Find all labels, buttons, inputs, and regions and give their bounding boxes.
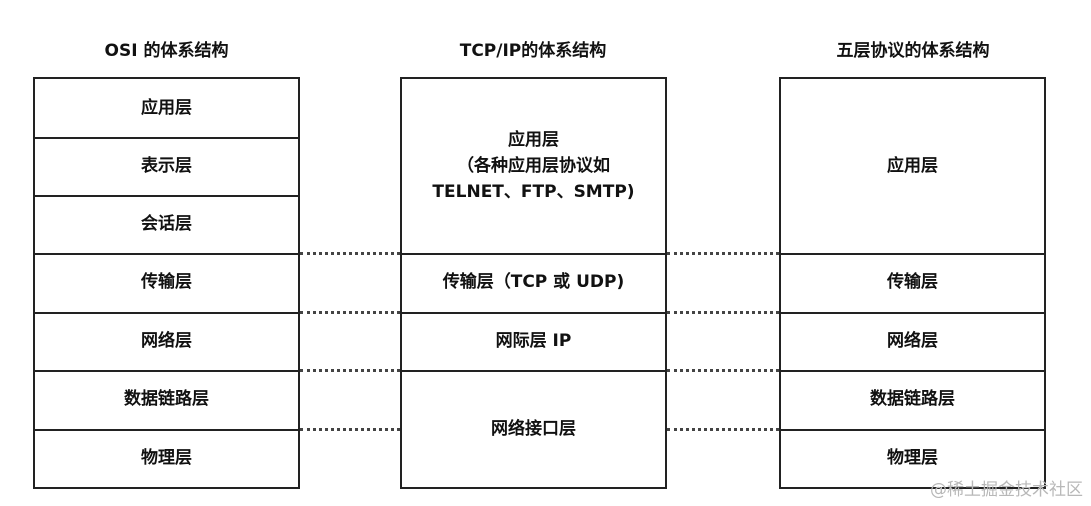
- connector-osi-tcpip-3: [300, 369, 400, 372]
- connector-osi-tcpip-1: [300, 252, 400, 255]
- tcpip-title: TCP/IP的体系结构: [459, 41, 607, 61]
- osi-layer-network: 网络层: [141, 331, 192, 351]
- five-layer-stack: 应用层 传输层 网络层 数据链路层 物理层: [779, 77, 1046, 489]
- connector-tcpip-five-4: [667, 428, 779, 431]
- tcpip-stack: 应用层 （各种应用层协议如 TELNET、FTP、SMTP) 传输层（TCP 或…: [400, 77, 667, 489]
- osi-title: OSI 的体系结构: [104, 41, 229, 61]
- connector-tcpip-five-1: [667, 252, 779, 255]
- connector-osi-tcpip-2: [300, 311, 400, 314]
- tcpip-layer-internet: 网际层 IP: [495, 331, 572, 351]
- connector-tcpip-five-2: [667, 311, 779, 314]
- osi-layer-transport: 传输层: [141, 272, 192, 292]
- osi-layer-presentation: 表示层: [141, 156, 192, 176]
- osi-layer-physical: 物理层: [141, 448, 192, 468]
- five-layer-network: 网络层: [887, 331, 938, 351]
- osi-layer-datalink: 数据链路层: [124, 389, 209, 409]
- five-layer-transport: 传输层: [887, 272, 938, 292]
- connector-tcpip-five-3: [667, 369, 779, 372]
- five-layer-application: 应用层: [887, 156, 938, 176]
- five-layer-title: 五层协议的体系结构: [836, 41, 990, 61]
- osi-layer-application: 应用层: [141, 98, 192, 118]
- tcpip-layer-network-interface: 网络接口层: [491, 418, 576, 439]
- osi-stack: 应用层 表示层 会话层 传输层 网络层 数据链路层 物理层: [33, 77, 300, 489]
- connector-osi-tcpip-4: [300, 428, 400, 431]
- osi-layer-session: 会话层: [141, 214, 192, 234]
- watermark: @稀土掘金技术社区: [930, 480, 1083, 500]
- tcpip-layer-application: 应用层 （各种应用层协议如 TELNET、FTP、SMTP): [432, 130, 635, 202]
- five-layer-datalink: 数据链路层: [870, 389, 955, 409]
- five-layer-physical: 物理层: [887, 448, 938, 468]
- tcpip-layer-transport: 传输层（TCP 或 UDP): [442, 272, 625, 292]
